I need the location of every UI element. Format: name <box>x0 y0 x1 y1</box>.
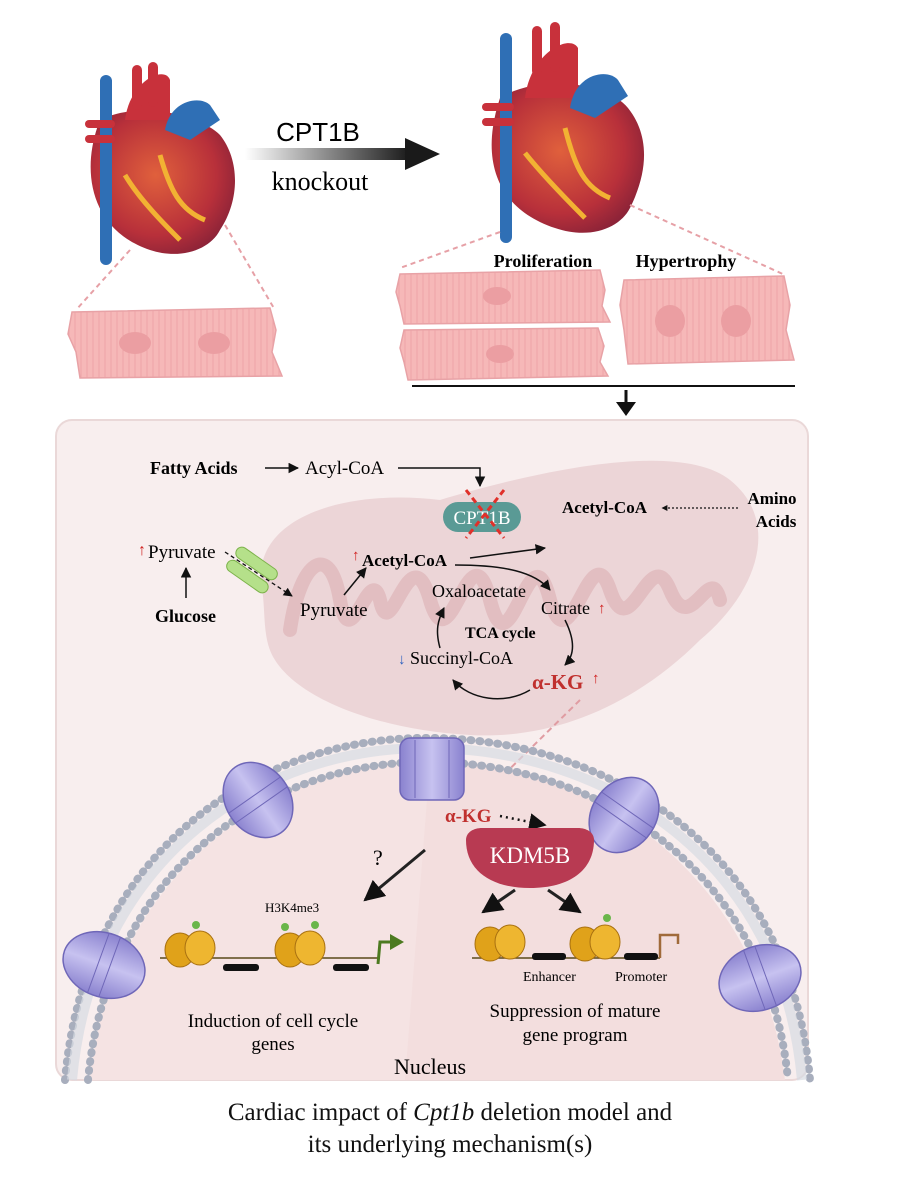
chromatin-right <box>472 914 680 962</box>
arrow-citrate-akg <box>564 619 576 666</box>
cardiomyocyte-proliferating-1 <box>395 269 612 325</box>
up-arrow-acetyl: ↑ <box>352 548 360 564</box>
arrow-kdm5b-left <box>481 888 516 914</box>
zoom-lines-left <box>75 224 276 311</box>
label-hypertrophy: Hypertrophy <box>636 251 737 271</box>
suppression-line2: gene program <box>523 1025 628 1046</box>
nucleus-label: Nucleus <box>394 1054 466 1079</box>
succinyl-coa: Succinyl-CoA <box>410 648 513 668</box>
glucose: Glucose <box>155 606 216 626</box>
cpt1b-label: CPT1B <box>453 508 510 529</box>
amino-acids-line1: Amino <box>747 489 796 508</box>
knockout-arrow <box>245 138 440 170</box>
down-arrow-succinyl: ↓ <box>398 652 406 668</box>
oxaloacetate: Oxaloacetate <box>432 581 526 601</box>
promoter-label: Promoter <box>615 970 667 985</box>
arrow-unknown <box>363 848 426 902</box>
nucleus-shade <box>90 761 430 1080</box>
caption-line1-pre: Cardiac impact of <box>227 1099 414 1126</box>
figure-caption: Cardiac impact of Cpt1b deletion model a… <box>150 1097 750 1161</box>
enhancer-label: Enhancer <box>523 970 576 985</box>
caption-line1-post: deletion model and <box>474 1099 673 1126</box>
acetyl-coa-amino: Acetyl-CoA <box>562 498 648 517</box>
induction-line1: Induction of cell cycle <box>188 1011 358 1032</box>
suppression-line1: Suppression of mature <box>490 1001 661 1022</box>
up-arrow-pyruvate: ↑ <box>138 542 146 559</box>
arrow-pyruvate-acetyl <box>343 567 367 596</box>
nuclear-pore-right-lower <box>718 943 802 1013</box>
kdm5b-enzyme: KDM5B <box>466 828 594 888</box>
caption-line2: its underlying mechanism(s) <box>307 1131 593 1158</box>
heart-right <box>482 22 645 243</box>
kdm5b-label: KDM5B <box>490 843 571 868</box>
acetyl-coa-mito: Acetyl-CoA <box>362 551 448 570</box>
up-arrow-akg: ↑ <box>592 671 600 687</box>
knockout-label-line2: knockout <box>272 167 370 196</box>
chromatin-left <box>160 921 404 971</box>
cardiomyocyte-proliferating-2 <box>399 327 610 381</box>
arrow-pyruvate-transport <box>224 551 293 597</box>
arrow-acetyl-up <box>469 544 547 559</box>
arrow-akg-kdm5b <box>499 813 547 831</box>
arrow-succinyl-oxalo <box>435 607 445 649</box>
fatty-acids: Fatty Acids <box>150 458 238 478</box>
nuclear-pore-left-upper <box>222 761 294 839</box>
amino-acids-line2: Acids <box>756 512 797 531</box>
caption-line1: Cardiac impact of Cpt1b deletion model a… <box>150 1097 750 1129</box>
cardiomyocyte-hypertrophic <box>619 275 795 365</box>
nuclear-pore-left-lower <box>62 930 146 1000</box>
h3k4me3-label: H3K4me3 <box>265 900 319 915</box>
arrow-kdm5b-right <box>547 888 582 914</box>
arrow-akg-succinyl <box>452 679 531 700</box>
tca-cycle: TCA cycle <box>465 625 536 642</box>
nuclear-pore-right-upper <box>588 776 660 854</box>
pyruvate-mito: Pyruvate <box>300 600 368 621</box>
cardiomyocyte-normal <box>67 307 284 379</box>
heart-left <box>85 62 236 265</box>
citrate: Citrate <box>541 598 590 618</box>
mitochondrion <box>260 460 759 736</box>
up-arrow-citrate: ↑ <box>598 601 606 617</box>
arrow-acyl-cpt1b <box>398 467 486 488</box>
pyruvate-carrier-icon <box>226 546 278 594</box>
knockout-label-line1: CPT1B <box>276 117 360 147</box>
down-arrow <box>616 390 636 416</box>
question-mark: ? <box>373 845 383 870</box>
acyl-coa: Acyl-CoA <box>305 458 384 479</box>
nuclear-pore-top <box>399 737 465 801</box>
arrow-acetyl-citrate <box>454 564 551 591</box>
akg-mito: α-KG <box>532 670 583 694</box>
label-proliferation: Proliferation <box>494 251 593 271</box>
zoom-lines-right <box>399 204 786 276</box>
akg-nucleus: α-KG <box>445 806 492 827</box>
induction-line2: genes <box>251 1034 294 1055</box>
pyruvate-cytosol: Pyruvate <box>148 542 216 563</box>
caption-gene-name: Cpt1b <box>413 1099 475 1126</box>
cpt1b-transporter: CPT1B <box>443 489 521 539</box>
